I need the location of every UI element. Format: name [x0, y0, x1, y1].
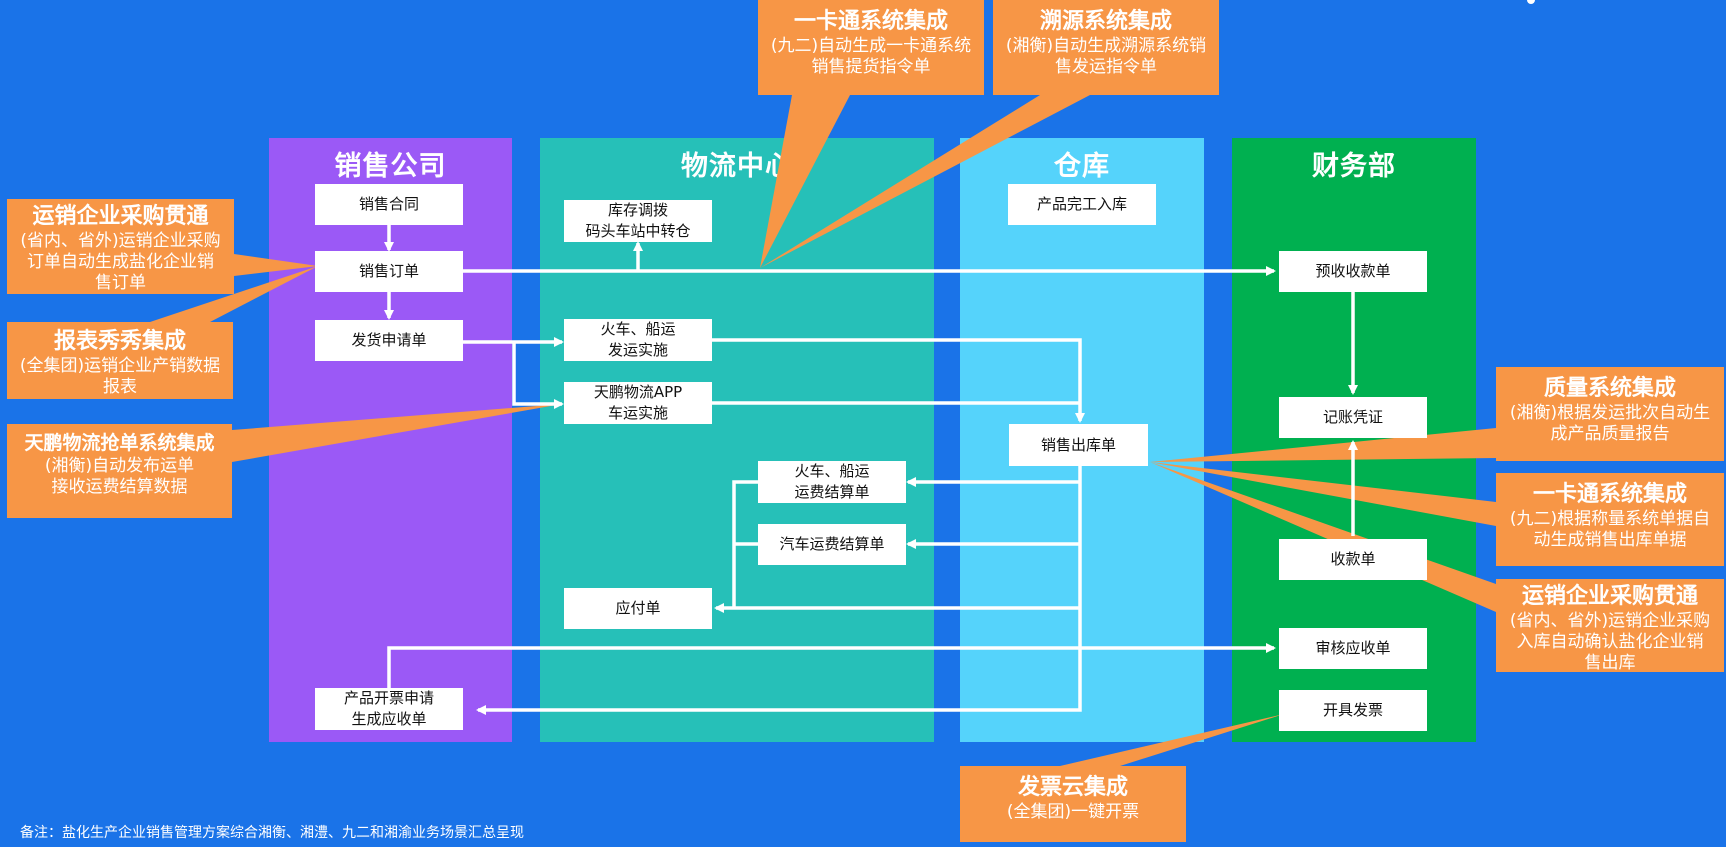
box-issue-invoice: 开具发票 — [1279, 690, 1427, 731]
box-label: 记账凭证 — [1322, 408, 1383, 426]
callout-title: 一卡通系统集成 — [793, 9, 948, 34]
box-label: 开具发票 — [1322, 701, 1383, 719]
lane-title-finance: 财务部 — [1312, 151, 1396, 182]
box-label-line2: 码头车站中转仓 — [585, 222, 691, 240]
callout-line1: (湘衡)自动发布运单 — [44, 456, 195, 476]
callout-purchase-right: 运销企业采购贯通 (省内、省外)运销企业采购 入库自动确认盐化企业销 售出库 — [1496, 579, 1724, 673]
lane-title-logistics: 物流中心 — [681, 151, 793, 182]
callout-quality: 质量系统集成 (湘衡)根据发运批次自动生 成产品质量报告 — [1496, 367, 1724, 461]
callout-line3: 售订单 — [95, 273, 146, 293]
box-finished-storage: 产品完工入库 — [1008, 184, 1156, 225]
box-label-line2: 运费结算单 — [794, 483, 870, 501]
callout-tianpeng: 天鹏物流抢单系统集成 (湘衡)自动发布运单 接收运费结算数据 — [7, 424, 232, 518]
box-truck-freight: 汽车运费结算单 — [758, 524, 906, 565]
callout-invoice-cloud: 发票云集成 (全集团)一键开票 — [960, 766, 1186, 842]
footnote: 备注：盐化生产企业销售管理方案综合湘衡、湘澧、九二和湘渝业务场景汇总呈现 — [20, 825, 524, 841]
box-voucher: 记账凭证 — [1279, 397, 1427, 438]
callout-title: 一卡通系统集成 — [1532, 482, 1687, 507]
box-label-line1: 天鹏物流APP — [593, 383, 683, 401]
box-label-line2: 生成应收单 — [351, 710, 427, 728]
box-label-line2: 发运实施 — [607, 341, 668, 359]
box-receipt: 收款单 — [1279, 539, 1427, 580]
callout-title: 质量系统集成 — [1543, 376, 1676, 401]
callout-line2: 接收运费结算数据 — [51, 477, 188, 497]
box-tianpeng-app: 天鹏物流APP 车运实施 — [564, 382, 712, 424]
flow-arrows — [384, 225, 1358, 715]
callout-title: 天鹏物流抢单系统集成 — [24, 432, 215, 454]
decorative-dot — [1527, 0, 1535, 4]
box-sales-outbound: 销售出库单 — [1009, 424, 1148, 466]
box-label: 产品完工入库 — [1036, 195, 1127, 213]
box-label-line1: 火车、船运 — [794, 462, 870, 480]
box-label-line1: 产品开票申请 — [343, 689, 434, 707]
box-label: 审核应收单 — [1315, 639, 1391, 657]
callout-ykt-right: 一卡通系统集成 (九二)根据称量系统单据自 动生成销售出库单据 — [1496, 473, 1724, 566]
box-label: 发货申请单 — [351, 331, 427, 349]
callout-line2: 订单自动生成盐化企业销 — [27, 252, 214, 272]
lane-title-sales: 销售公司 — [334, 151, 447, 182]
callout-line1: (湘衡)根据发运批次自动生 — [1509, 403, 1711, 423]
box-label: 销售订单 — [358, 262, 419, 280]
box-train-ship-shipping: 火车、船运 发运实施 — [564, 319, 712, 361]
box-stock-transfer: 库存调拨 码头车站中转仓 — [564, 200, 712, 242]
callout-trace: 溯源系统集成 (湘衡)自动生成溯源系统销 售发运指令单 — [993, 0, 1219, 95]
callout-line1: (全集团)运销企业产销数据 — [19, 356, 221, 376]
box-label: 销售合同 — [358, 195, 419, 213]
callout-line2: 动生成销售出库单据 — [1533, 530, 1687, 550]
callout-report: 报表秀秀集成 (全集团)运销企业产销数据 报表 — [7, 322, 233, 399]
box-label: 销售出库单 — [1040, 435, 1116, 454]
lane-title-warehouse: 仓库 — [1054, 151, 1110, 182]
callout-line2: 入库自动确认盐化企业销 — [1516, 632, 1704, 652]
callout-line1: (省内、省外)运销企业采购 — [1509, 611, 1711, 631]
callout-ykt-top: 一卡通系统集成 (九二)自动生成一卡通系统 销售提货指令单 — [758, 0, 984, 95]
callout-title: 运销企业采购贯通 — [1521, 584, 1698, 609]
callout-line2: 成产品质量报告 — [1550, 424, 1670, 444]
callout-line3: 售出库 — [1584, 653, 1636, 673]
box-ship-request: 发货申请单 — [315, 320, 463, 361]
callout-title: 报表秀秀集成 — [53, 329, 186, 354]
callout-line2: 售发运指令单 — [1055, 57, 1157, 77]
box-audit-receivable: 审核应收单 — [1279, 628, 1427, 669]
callout-title: 运销企业采购贯通 — [32, 204, 209, 229]
box-sales-contract: 销售合同 — [315, 184, 463, 225]
box-freight-bill: 火车、船运 运费结算单 — [758, 461, 906, 503]
callout-title: 溯源系统集成 — [1039, 9, 1172, 34]
box-label: 应付单 — [615, 599, 661, 617]
callout-line1: (湘衡)自动生成溯源系统销 — [1005, 36, 1207, 56]
box-advance-receipt: 预收收款单 — [1279, 251, 1427, 292]
box-label-line1: 火车、船运 — [600, 320, 676, 338]
box-label-line2: 车运实施 — [607, 404, 668, 422]
box-payable: 应付单 — [564, 588, 712, 629]
callout-line1: (九二)根据称量系统单据自 — [1509, 509, 1711, 529]
callout-line1: (九二)自动生成一卡通系统 — [770, 36, 972, 56]
callout-line2: 销售提货指令单 — [811, 57, 931, 77]
callout-line2: 报表 — [103, 377, 137, 397]
callout-title: 发票云集成 — [1017, 775, 1128, 800]
box-label: 收款单 — [1330, 550, 1376, 568]
box-invoice-request: 产品开票申请 生成应收单 — [315, 688, 463, 730]
box-label-line1: 库存调拨 — [607, 201, 668, 219]
callout-line1: (省内、省外)运销企业采购 — [20, 231, 221, 251]
callout-purchase-left: 运销企业采购贯通 (省内、省外)运销企业采购 订单自动生成盐化企业销 售订单 — [7, 199, 234, 294]
box-label: 汽车运费结算单 — [779, 535, 885, 553]
box-label: 预收收款单 — [1315, 262, 1391, 280]
box-sales-order: 销售订单 — [315, 251, 463, 292]
callout-line1: (全集团)一键开票 — [1006, 802, 1140, 822]
